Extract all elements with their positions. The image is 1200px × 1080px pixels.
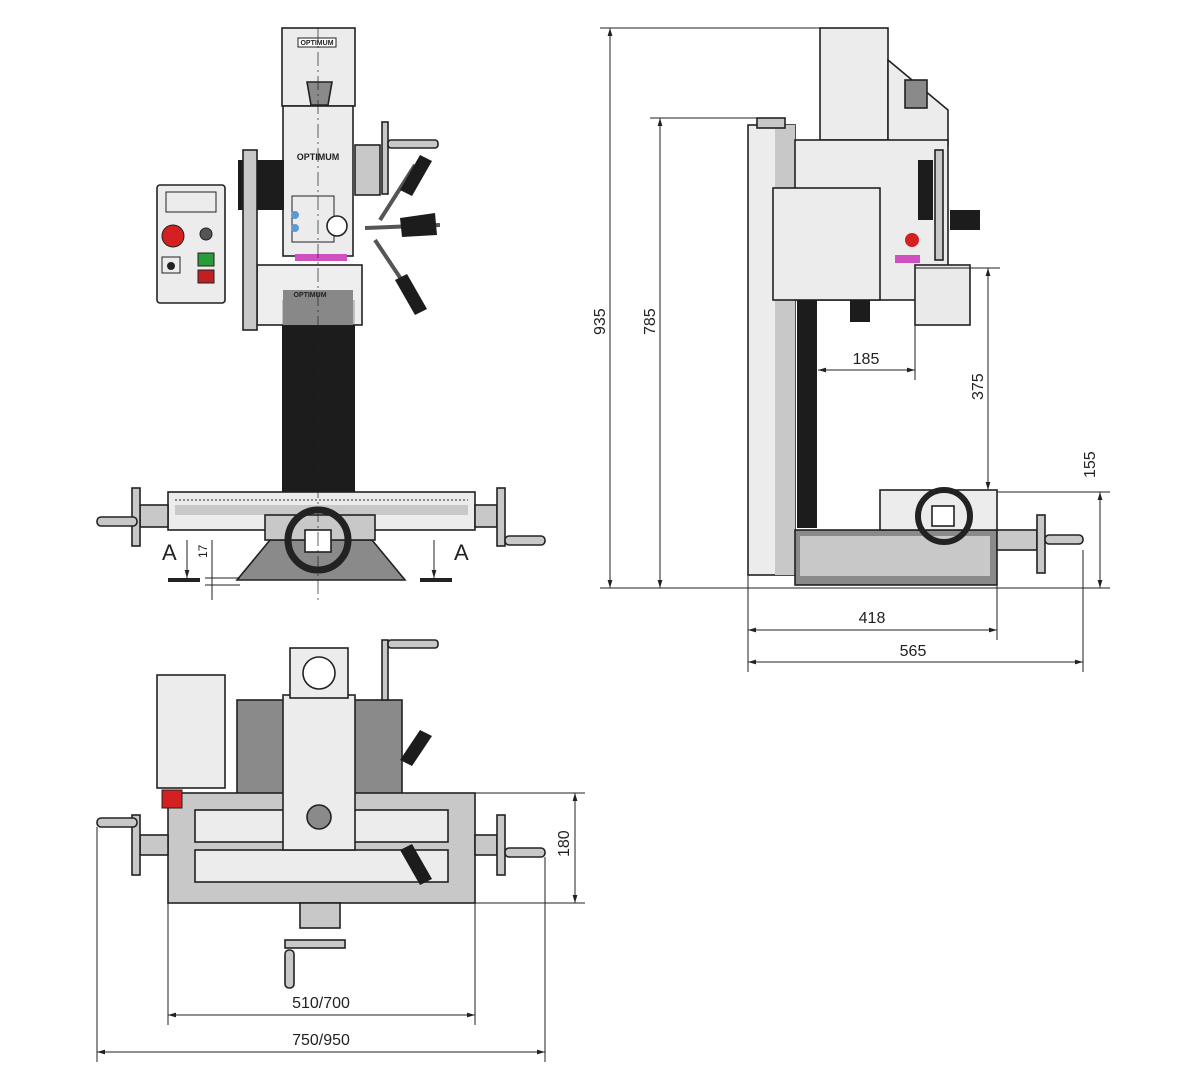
dimension-label: 155 bbox=[1082, 451, 1099, 478]
drill-guard bbox=[914, 264, 971, 326]
handwheel-hub bbox=[931, 505, 955, 527]
right-handwheel-top bbox=[474, 814, 546, 876]
left-handwheel-top bbox=[96, 814, 169, 876]
spindle-accent bbox=[295, 254, 347, 261]
fine-feed-wheel bbox=[381, 121, 389, 195]
emergency-stop-icon bbox=[161, 789, 183, 809]
y-handwheel bbox=[996, 514, 1084, 574]
depth-rod bbox=[242, 149, 258, 331]
section-label: A bbox=[162, 540, 177, 565]
rack bbox=[797, 300, 817, 528]
dimension-label: 565 bbox=[900, 643, 927, 660]
motor-fan-icon bbox=[302, 656, 336, 690]
dimension-label: 785 bbox=[642, 308, 659, 335]
electrical-box bbox=[772, 187, 881, 301]
button-icon bbox=[291, 211, 299, 219]
dimension-label: 418 bbox=[859, 610, 886, 627]
selector-switch bbox=[161, 256, 181, 274]
dimension-label: 17 bbox=[196, 544, 210, 558]
right-handwheel bbox=[474, 487, 546, 547]
wheel-handle bbox=[387, 139, 439, 149]
motor-cover-side bbox=[819, 27, 889, 141]
lever-grip-icon bbox=[400, 730, 432, 766]
column bbox=[282, 300, 355, 495]
brand-plate bbox=[297, 37, 337, 48]
depth-rod bbox=[934, 149, 944, 261]
lever-grip-icon bbox=[400, 213, 437, 237]
knob-icon bbox=[199, 227, 213, 241]
lever-grip-icon bbox=[400, 155, 432, 196]
fine-feed-wheel bbox=[381, 639, 389, 701]
electrical-box-top bbox=[156, 674, 226, 789]
dimension-label: 180 bbox=[556, 830, 573, 857]
lever-grip-icon bbox=[400, 844, 432, 885]
svg-text:OPTIMUM: OPTIMUM bbox=[300, 40, 333, 47]
emergency-stop-icon bbox=[161, 224, 185, 248]
section-label: A bbox=[454, 540, 469, 565]
motor-top bbox=[904, 79, 928, 109]
svg-text:OPTIMUM: OPTIMUM bbox=[293, 292, 326, 299]
spindle-accent bbox=[895, 255, 920, 263]
base-face bbox=[800, 536, 990, 576]
dimension-label: 750/950 bbox=[292, 1032, 350, 1049]
top-view: 180 510/700 750/950 bbox=[96, 639, 585, 1062]
y-handwheel bbox=[284, 939, 346, 949]
dimension-label: 510/700 bbox=[292, 995, 350, 1012]
lever-grip-icon bbox=[850, 300, 870, 322]
button-icon bbox=[291, 224, 299, 232]
dimension-label: 935 bbox=[592, 308, 609, 335]
digital-readout bbox=[165, 191, 217, 213]
wheel-handle bbox=[387, 639, 439, 649]
motor-top bbox=[306, 81, 333, 106]
emergency-stop-icon bbox=[905, 233, 919, 247]
dimension-label: 185 bbox=[853, 351, 880, 368]
feed-mechanism bbox=[918, 160, 933, 220]
cross-handwheel-icon bbox=[915, 487, 973, 545]
feed-housing bbox=[354, 144, 381, 196]
spindle-icon bbox=[306, 804, 332, 830]
speed-dial bbox=[326, 215, 348, 237]
lever-grip-icon bbox=[395, 274, 427, 315]
wheel-handle bbox=[284, 949, 295, 989]
start-button-icon bbox=[197, 252, 215, 267]
left-handwheel bbox=[96, 487, 169, 547]
lever-grip-icon bbox=[950, 210, 980, 230]
stop-button-icon bbox=[197, 269, 215, 284]
column-cap bbox=[756, 117, 786, 129]
y-handwheel-hub bbox=[299, 902, 341, 929]
side-view: 935 785 185 375 155 418 565 bbox=[592, 27, 1110, 672]
dimension-label: 375 bbox=[970, 373, 987, 400]
front-view: OPTIMUM OPTIMUM OPTIMUM bbox=[96, 27, 546, 600]
selector-knob bbox=[167, 262, 175, 270]
